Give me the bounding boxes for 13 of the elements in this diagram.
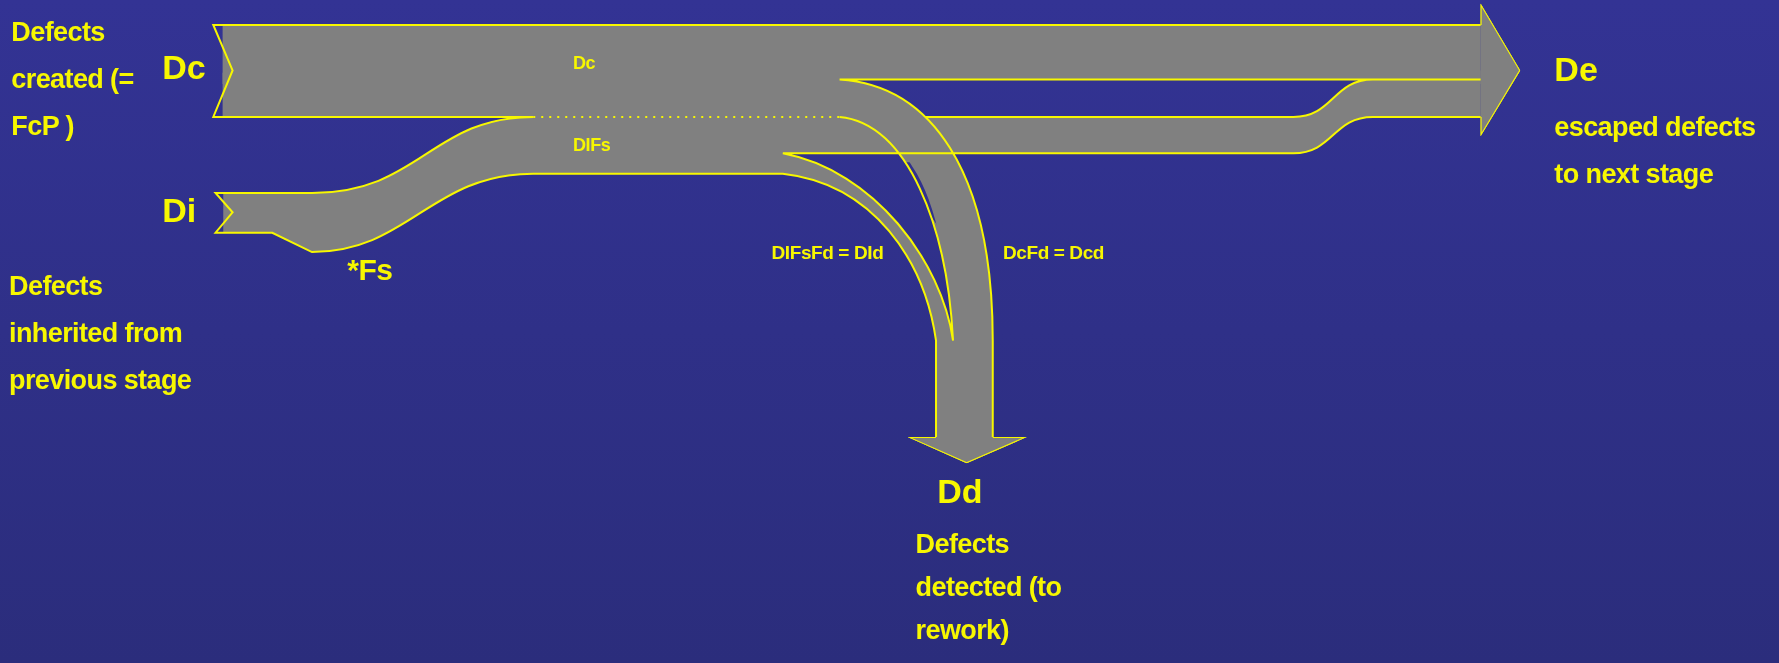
flow-label: Dd — [937, 474, 983, 509]
description-text: Defects detected (to rework) — [915, 528, 1063, 648]
band-label: DIFs — [572, 136, 611, 155]
edge-label: DcFd = Dcd — [1002, 242, 1104, 262]
description-text: Defects created (= FcP ) — [11, 16, 135, 144]
flow-label: Dc — [162, 49, 206, 84]
annotation-text: *Fs — [347, 255, 393, 286]
description-text: escaped defects to next stage — [1554, 111, 1757, 192]
band-label: Dc — [572, 54, 596, 73]
flow-label: De — [1554, 52, 1598, 87]
flow-label: Di — [162, 192, 197, 227]
description-text: Defects inherited from previous stage — [9, 270, 193, 398]
edge-label: DIFsFd = DId — [771, 242, 884, 262]
